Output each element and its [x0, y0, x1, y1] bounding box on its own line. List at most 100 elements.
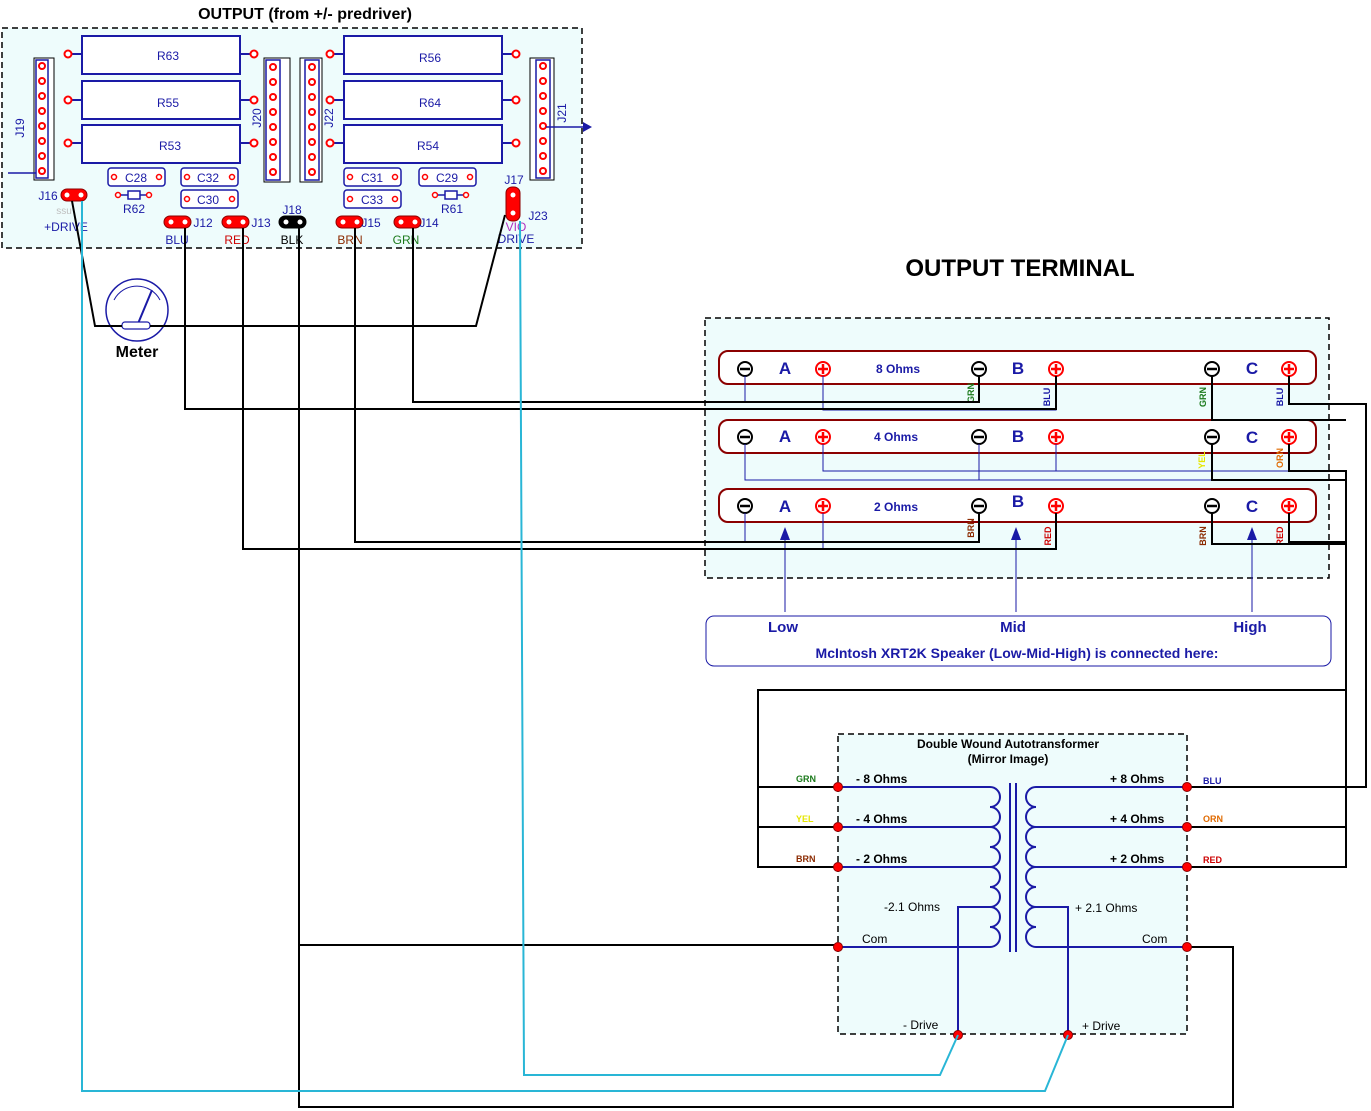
tag-b8-minus: GRN	[966, 383, 976, 403]
r63-label: R63	[157, 49, 179, 63]
j17-label: J17	[504, 173, 524, 187]
j14-label: J14	[419, 216, 439, 230]
j18-label: J18	[282, 203, 302, 217]
tag-c4-plus: ORN	[1275, 448, 1285, 468]
arrow-label-mid: Mid	[1000, 619, 1026, 636]
letter-b-8: B	[1012, 359, 1024, 378]
tap-left-2: - 2 Ohms	[856, 852, 908, 866]
minus-drive-label: - Drive	[903, 1018, 939, 1032]
resistor-r53: R53	[63, 124, 259, 164]
letter-b-2: B	[1012, 492, 1024, 511]
terminal-title: OUTPUT TERMINAL	[905, 255, 1134, 282]
j17-color-label: VIO	[506, 220, 527, 234]
strip-2-ohms-label: 2 Ohms	[874, 500, 918, 514]
wire-tag-right-4: ORN	[1203, 814, 1223, 824]
j12-label: J12	[193, 216, 213, 230]
transformer-title: Double Wound Autotransformer	[917, 737, 1099, 751]
tag-c8-plus: BLU	[1275, 388, 1285, 407]
c33-label: C33	[361, 193, 383, 207]
tag-b2-plus: RED	[1043, 526, 1053, 546]
j14-color-label: GRN	[393, 233, 420, 247]
pcb-title: OUTPUT (from +/- predriver)	[198, 6, 412, 23]
cap-c28: C28	[107, 167, 166, 187]
c29-label: C29	[436, 171, 458, 185]
r55-label: R55	[157, 96, 179, 110]
jumper-j17-j23: J17 J23 VIO DRIVE	[498, 173, 548, 246]
r56-label: R56	[419, 51, 441, 65]
r53-label: R53	[159, 139, 181, 153]
jumper-j15: J15 BRN	[335, 215, 381, 247]
speaker-arrows	[780, 527, 1257, 612]
jumper-j18: J18 BLK	[278, 203, 307, 247]
r64-label: R64	[419, 96, 441, 110]
wire-tag-right-2: RED	[1203, 855, 1223, 865]
cap-c29: C29	[418, 167, 477, 187]
r61-label: R61	[441, 202, 463, 216]
pcb-board: OUTPUT (from +/- predriver) J19 R63 R55	[1, 6, 592, 249]
tap-right-2: + 2 Ohms	[1110, 852, 1165, 866]
resistor-r56: R56	[325, 35, 521, 75]
tap-left-4: - 4 Ohms	[856, 812, 908, 826]
tap-right-8: + 8 Ohms	[1110, 772, 1165, 786]
strip-4-ohms: 4 Ohms	[718, 419, 1317, 454]
letter-a-8: A	[779, 359, 791, 378]
tag-b2-minus: BRN	[966, 518, 976, 538]
letter-c-8: C	[1246, 359, 1258, 378]
c31-label: C31	[361, 171, 383, 185]
meter-label: Meter	[116, 344, 159, 361]
tag-b8-plus: BLU	[1042, 388, 1052, 407]
cap-c32: C32	[180, 167, 239, 187]
letter-a-2: A	[779, 497, 791, 516]
connector-j19: J19	[8, 57, 55, 181]
strip-2-ohms: 2 Ohms	[718, 488, 1317, 523]
r62-label: R62	[123, 202, 145, 216]
j23-label: J23	[528, 209, 548, 223]
j18-color-label: BLK	[281, 233, 304, 247]
cap-c33: C33	[343, 189, 402, 209]
arrow-label-low: Low	[768, 619, 798, 636]
resistor-r64: R64	[325, 80, 521, 120]
j15-color-label: BRN	[337, 233, 362, 247]
letter-b-4: B	[1012, 427, 1024, 446]
com-left: Com	[862, 932, 887, 946]
tag-c2-minus: BRN	[1198, 526, 1208, 546]
resistor-r61: R61	[431, 190, 470, 216]
connector-j20: J20	[250, 57, 291, 183]
letter-c-2: C	[1246, 497, 1258, 516]
tag-c8-minus: GRN	[1198, 387, 1208, 407]
j21-label: J21	[555, 103, 569, 123]
letter-a-4: A	[779, 427, 791, 446]
connector-j21: J21	[529, 57, 592, 181]
c30-label: C30	[197, 193, 219, 207]
c28-label: C28	[125, 171, 147, 185]
wire-tag-left-2: BRN	[796, 854, 816, 864]
wire-tag-left-4: YEL	[796, 814, 814, 824]
connector-j22: J22	[299, 57, 336, 183]
tag-c2-plus: RED	[1275, 526, 1285, 546]
wire-tag-left-8: GRN	[796, 774, 816, 784]
drive-wires	[81, 201, 1069, 1092]
resistor-r54: R54	[325, 124, 521, 164]
j12-color-label: BLU	[165, 233, 188, 247]
j17-drive-label: DRIVE	[498, 232, 535, 246]
j15-label: J15	[361, 216, 381, 230]
plus-drive-label: + Drive	[1082, 1019, 1121, 1033]
minus-screws	[737, 361, 1220, 514]
meter: Meter	[105, 278, 169, 361]
cap-c30: C30	[180, 189, 239, 209]
transformer-subtitle: (Mirror Image)	[968, 752, 1049, 766]
arrow-label-high: High	[1233, 619, 1266, 636]
j13-label: J13	[251, 216, 271, 230]
strip-8-ohms-label: 8 Ohms	[876, 362, 920, 376]
j22-label: J22	[322, 108, 336, 128]
tap-left-8: - 8 Ohms	[856, 772, 908, 786]
wire-tag-right-8: BLU	[1203, 776, 1222, 786]
j13-color-label: RED	[224, 233, 250, 247]
letter-c-4: C	[1246, 428, 1258, 447]
transformer-terminals	[833, 782, 1192, 1040]
black-wires	[71, 200, 1367, 1108]
tap-left-mid: -2.1 Ohms	[884, 900, 940, 914]
speaker-note: McIntosh XRT2K Speaker (Low-Mid-High) is…	[816, 645, 1219, 661]
strip-4-ohms-label: 4 Ohms	[874, 430, 918, 444]
com-right: Com	[1142, 932, 1167, 946]
